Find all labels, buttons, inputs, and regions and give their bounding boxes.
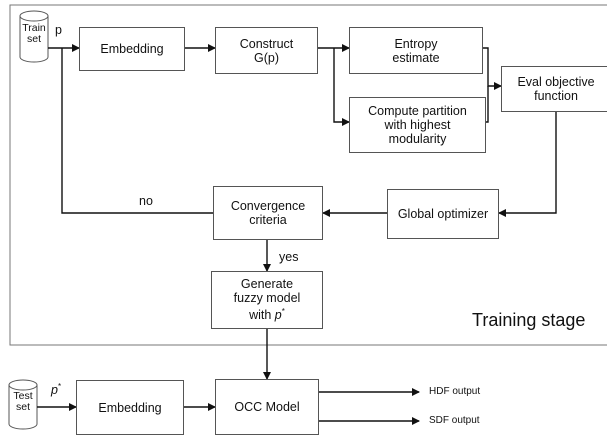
test-set-label: Test set bbox=[13, 390, 33, 413]
eval-objective-box: Eval objective function bbox=[501, 66, 607, 112]
test-p-star: * bbox=[57, 382, 62, 391]
occ-model-box: OCC Model bbox=[215, 379, 319, 435]
training-stage-frame bbox=[9, 4, 607, 346]
arrow-convergence-no-loop bbox=[61, 48, 213, 214]
arrow-entropy-eval bbox=[483, 47, 502, 90]
test-set-cylinder-icon bbox=[8, 379, 38, 430]
arrow-partition-eval bbox=[486, 86, 489, 123]
hdf-output-label: HDF output bbox=[429, 386, 481, 397]
arrow-construct-partition bbox=[333, 48, 350, 126]
generate-text: Generate fuzzy model with bbox=[233, 277, 301, 323]
train-set-label: Train set bbox=[22, 22, 46, 45]
test-embedding-box: Embedding bbox=[76, 380, 184, 435]
compute-partition-box: Compute partition with highest modularit… bbox=[349, 97, 486, 153]
train-set-cylinder-icon bbox=[19, 10, 49, 63]
embedding-box: Embedding bbox=[79, 27, 185, 71]
global-optimizer-box: Global optimizer bbox=[387, 189, 499, 239]
test-p: p bbox=[51, 383, 58, 398]
sdf-output-label: SDF output bbox=[429, 415, 480, 426]
entropy-estimate-box: Entropy estimate bbox=[349, 27, 483, 74]
construct-graph-box: Construct G(p) bbox=[215, 27, 318, 74]
generate-p: p bbox=[274, 308, 282, 323]
generate-star: * bbox=[281, 307, 285, 317]
yes-label: yes bbox=[279, 250, 299, 264]
arrow-eval-optimizer bbox=[498, 105, 557, 217]
p-label: p bbox=[55, 23, 62, 37]
generate-fuzzy-model-box: Generate fuzzy model with p* bbox=[211, 271, 323, 329]
p-star-label: p* bbox=[51, 382, 61, 397]
no-label: no bbox=[139, 194, 153, 208]
training-stage-label: Training stage bbox=[472, 310, 586, 330]
convergence-criteria-box: Convergence criteria bbox=[213, 186, 323, 240]
